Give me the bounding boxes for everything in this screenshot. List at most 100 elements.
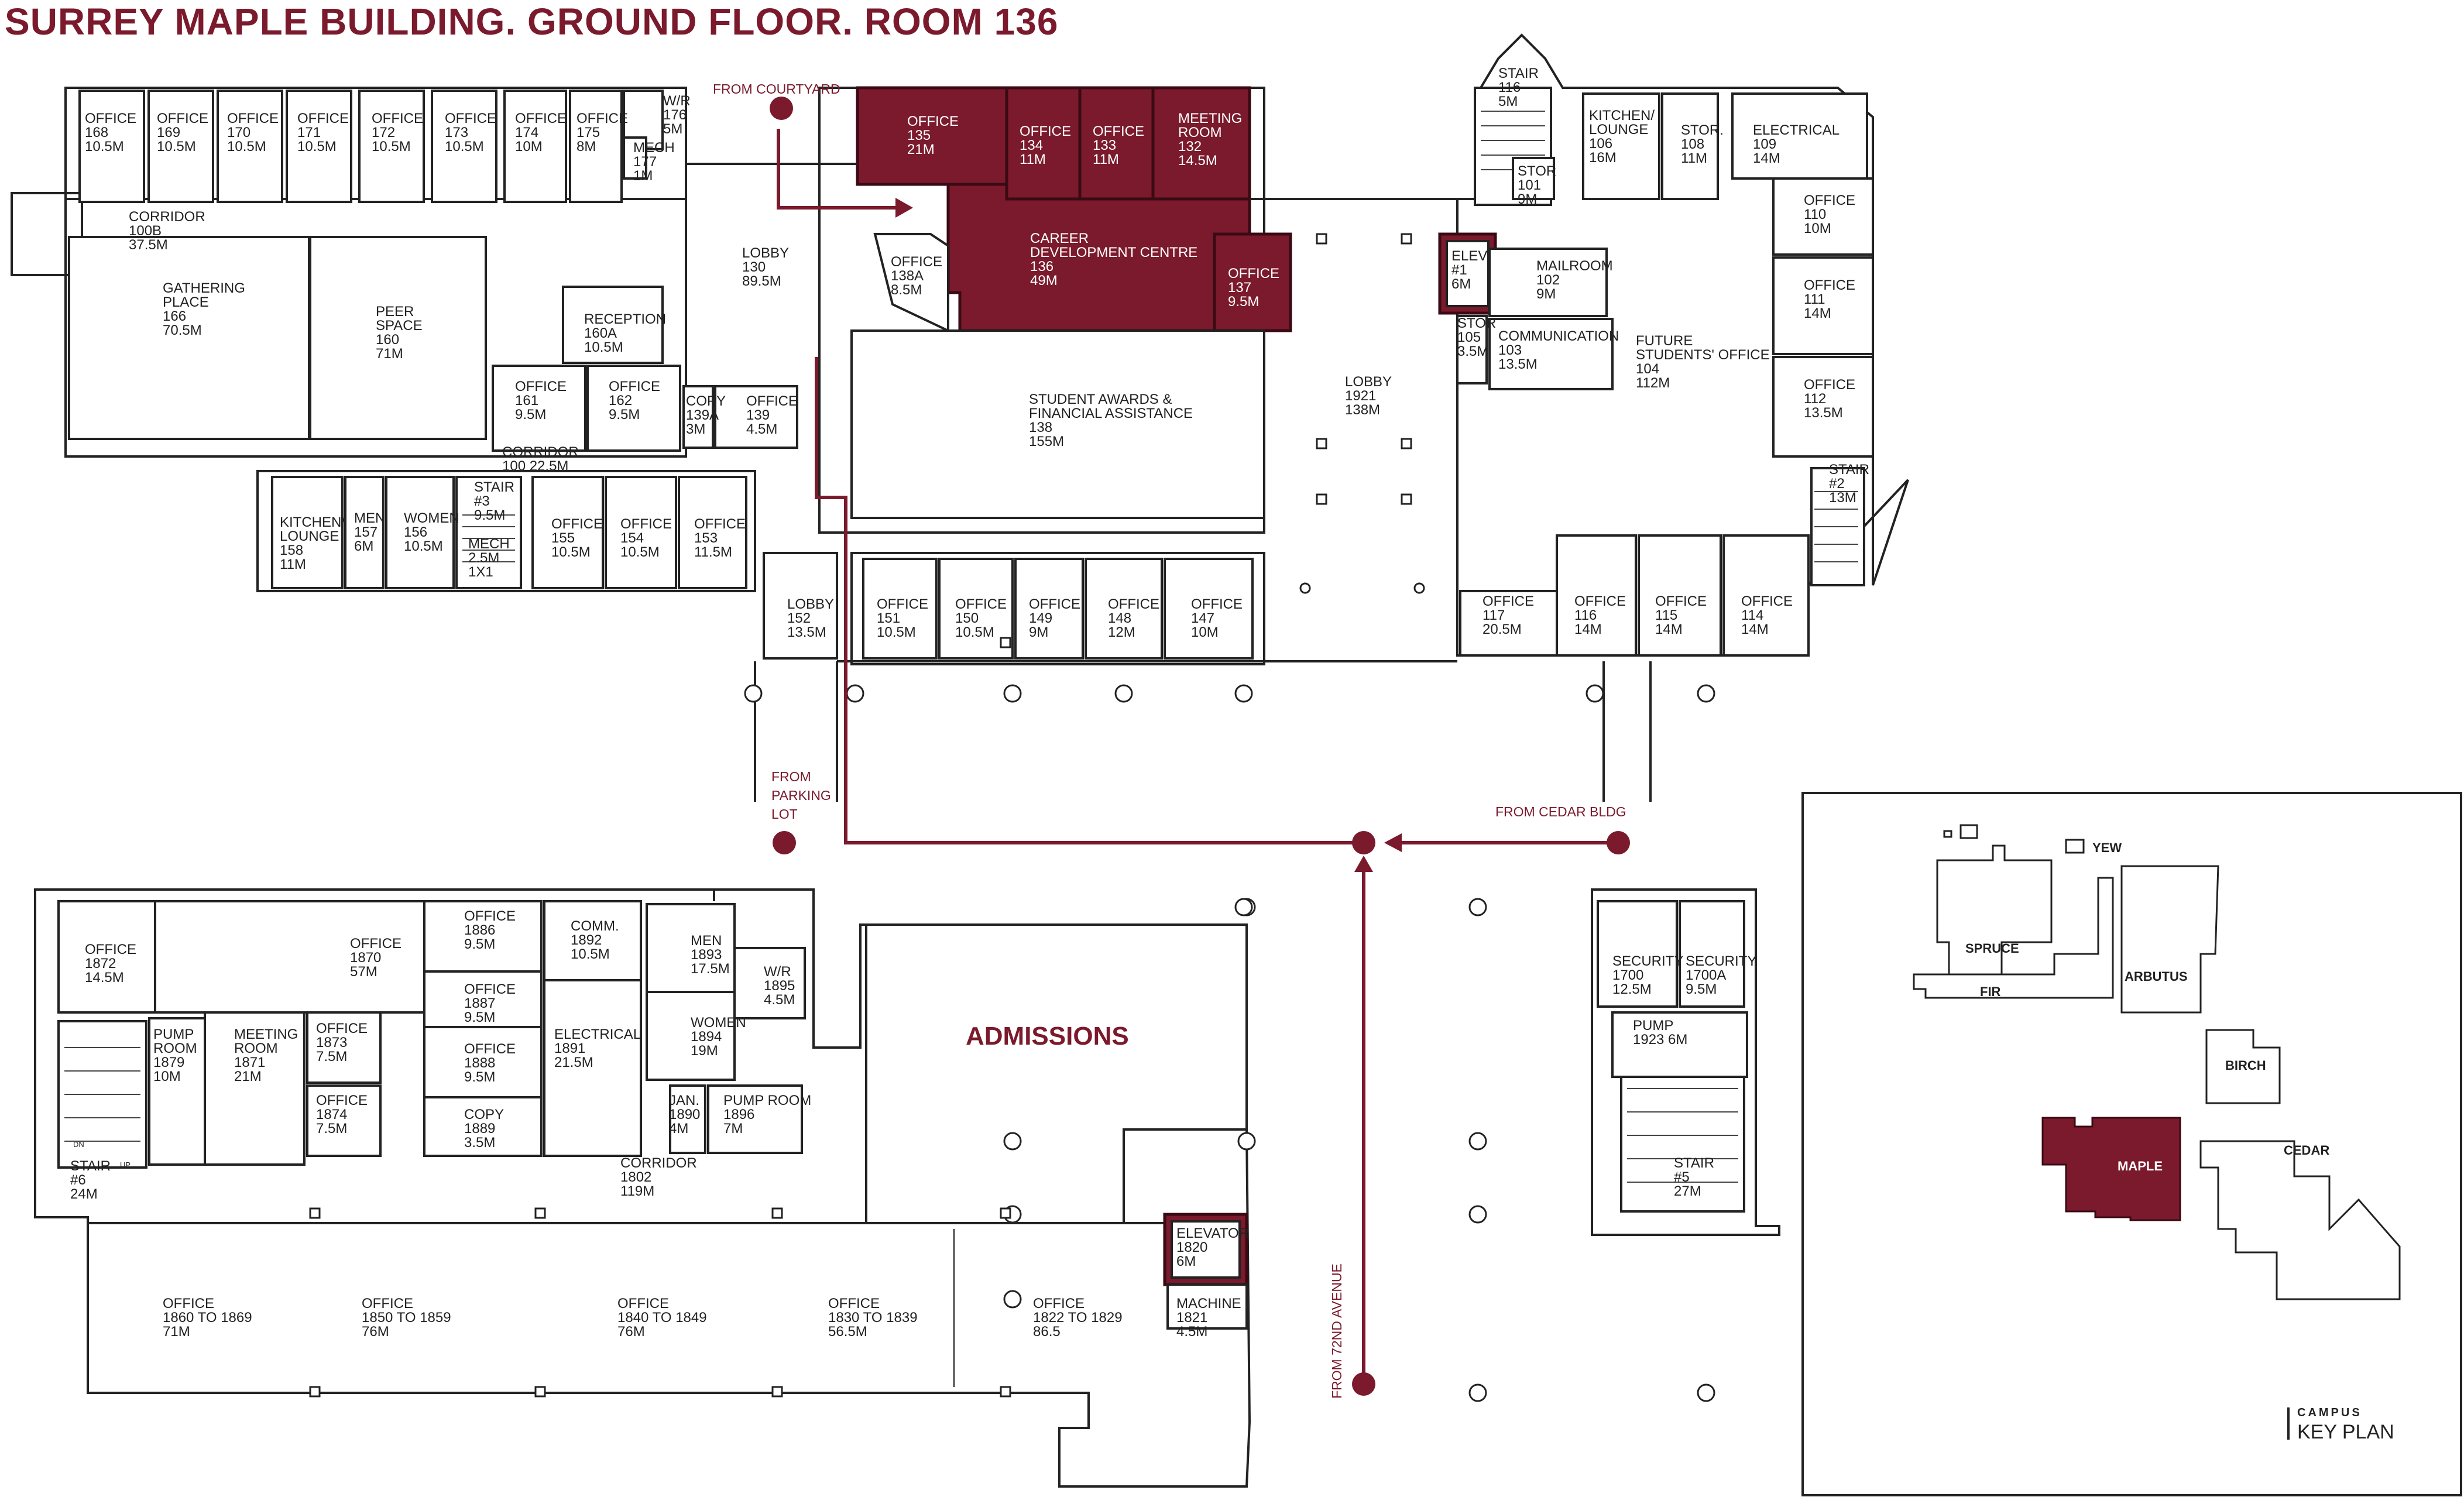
room-label-line: 3M [686,421,705,437]
room-label-line: 1860 TO 1869 [163,1310,252,1326]
room-label-line: 9.5M [1228,294,1259,310]
south-east-wing [1591,888,1780,1236]
room-label-line: 114 [1741,607,1763,623]
room-label-line: 161 [515,393,538,408]
room-label-line: 135 [907,128,931,143]
room-label-line: 14M [1741,622,1769,637]
room-label-line: 130 [742,259,766,275]
room-label-line: 4.5M [1176,1324,1207,1340]
room-label-line: 1700 [1612,967,1643,983]
room-label-line: OFFICE [1655,593,1707,609]
room-label-line: 1700A [1686,967,1726,983]
room-label-line: OFFICE [576,111,628,126]
room-label-line: #1 [1451,262,1467,278]
room-label-line: 4.5M [746,421,777,437]
room-label-line: 7.5M [316,1121,347,1137]
room-label-line: PLACE [163,294,209,310]
room-label-line: 1921 [1345,388,1376,404]
room-label-line: LOUNGE [1589,122,1648,138]
room-label-line: 9.5M [464,936,495,952]
room-label-line: MACHINE [1176,1296,1241,1311]
room-label-line: 10.5M [85,139,124,154]
room-label-line: STOR [1457,315,1496,331]
room-label-line: 1874 [316,1107,347,1122]
room-label-line: 160 [376,332,399,348]
room-label-line: 1886 [464,922,495,938]
room-label-line: 6M [1451,276,1471,292]
room-label-line: 4.5M [764,992,795,1008]
key-maple-building[interactable] [2041,1117,2181,1221]
room-label-line: 10.5M [227,139,266,154]
room-label-line: 1888 [464,1055,495,1071]
room-label-line: OFFICE [828,1296,880,1311]
room-label-line: OFFICE [464,981,516,997]
room-label-line: OFFICE [227,111,279,126]
room-label-line: ROOM [1178,125,1222,140]
room-label-line: W/R [663,93,691,109]
room-label-line: OFFICE [1191,596,1243,612]
room-label-line: 1896 [723,1107,754,1122]
room-label-line: 1879 [153,1055,184,1070]
room-label-line: SPACE [376,318,423,334]
room-label-line: MECH [633,140,675,156]
room-label-line: STUDENT AWARDS & [1029,392,1172,407]
room-label-line: 10.5M [584,339,623,355]
room-label-line: 12M [1108,624,1135,640]
from-cedar-label: FROM CEDAR BLDG [1495,804,1626,819]
room-label-line: OFFICE [297,111,349,126]
room-label-line: 138M [1345,402,1380,418]
room-label-line: 10.5M [157,139,196,154]
room-label-line: PUMP [1633,1018,1673,1034]
room-label-line: 11M [1020,152,1046,167]
room-label-line: 14M [1574,622,1602,637]
room-label-line: 160A [584,325,617,341]
north-west-wing [11,87,798,458]
room-label-line: 10.5M [877,624,916,640]
from-courtyard-label: FROM COURTYARD [713,81,840,97]
room-label-line: OFFICE [464,1041,516,1057]
key-arbutus-building [2120,865,2219,1014]
room-label-line: OFFICE [617,1296,669,1311]
room-label-line: MECH [468,536,510,552]
key-plan-heading-2: KEY PLAN [2297,1421,2394,1443]
room-label-line: 133 [1093,138,1116,153]
room-label-line: COMM. [571,918,619,934]
room-label-line: 155M [1029,434,1064,449]
room-label-line: 1923 6M [1633,1032,1687,1048]
room-label-line: 76M [617,1324,645,1340]
room-label-line: 7M [723,1121,743,1137]
room-label-line: 170 [227,125,250,140]
room-label-line: OFFICE [1741,593,1793,609]
room-label-line: 9M [1536,286,1556,302]
room-label-line: OFFICE [362,1296,413,1311]
room-label-line: 5M [663,121,682,137]
room-label-line: 1822 TO 1829 [1033,1310,1123,1326]
room-label-line: 56.5M [828,1324,867,1340]
